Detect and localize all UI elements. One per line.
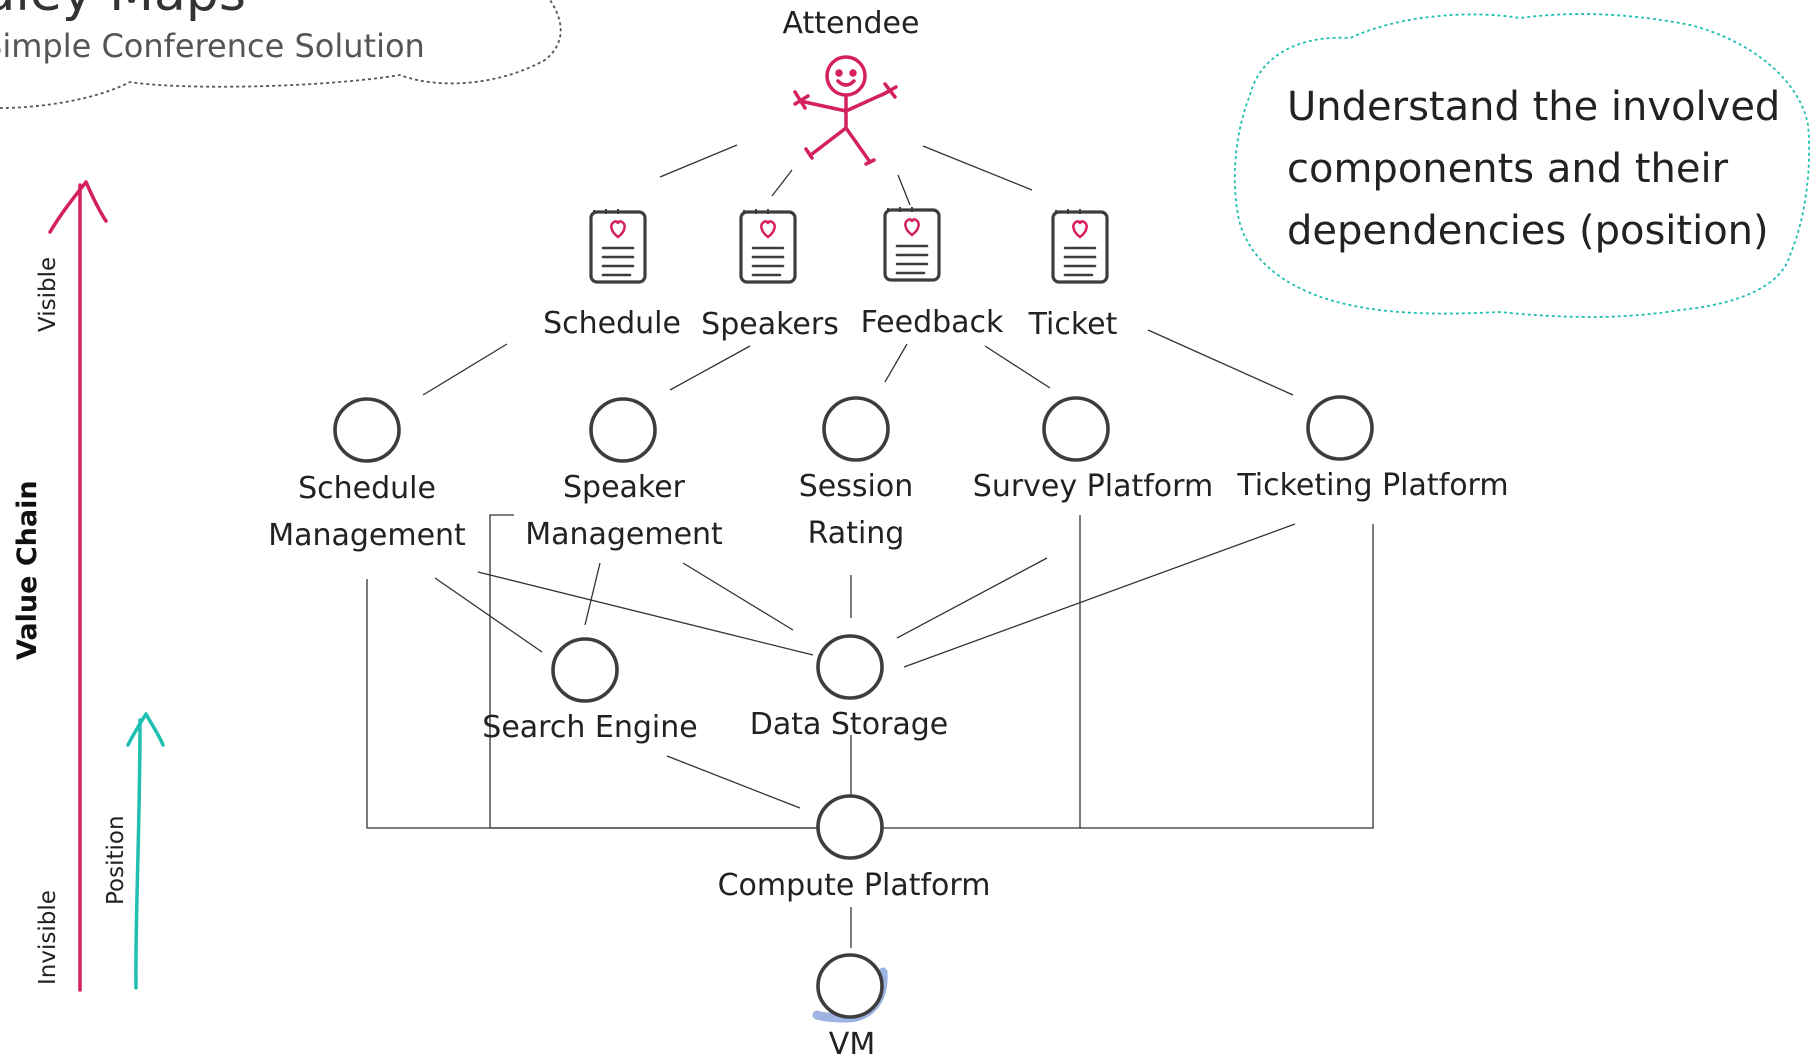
component-label-line-1: Survey Platform [973, 469, 1213, 504]
need-ticket: Ticket [1028, 209, 1118, 342]
edge-attendee-speakers [771, 169, 793, 197]
component-node [333, 397, 401, 463]
component-search-engine: Search Engine [482, 637, 698, 745]
map-title: Wardley Maps [0, 0, 246, 23]
component-label-line-1: Compute Platform [718, 868, 991, 903]
component-label-line-1: VM [829, 1027, 875, 1054]
axis-value-chain-label: Value Chain [12, 480, 43, 660]
component-node [1306, 395, 1374, 461]
component-label-line-1: Search Engine [482, 710, 697, 745]
edge-schedule-management-data-storage [477, 571, 814, 656]
edge-speaker-management-compute-platform [489, 514, 818, 829]
component-node [816, 953, 884, 1019]
component-node [589, 397, 657, 463]
edge-schedule-management-compute-platform [366, 579, 818, 829]
component-label-line-2: Management [525, 517, 723, 552]
attendee-label: Attendee [783, 6, 920, 41]
component-label-line-1: Ticketing Platform [1236, 468, 1508, 503]
component-data-storage: Data Storage [750, 634, 949, 742]
edge-survey-platform-data-storage [896, 557, 1048, 639]
component-schedule-management: Schedule Management [268, 397, 466, 553]
attendee-user: Attendee [783, 6, 920, 166]
need-ticket-label: Ticket [1028, 307, 1118, 342]
document-heart-icon [739, 209, 797, 284]
position-arrow [134, 718, 142, 990]
component-compute-platform: Compute Platform [718, 794, 991, 903]
map-subtitle: Simple Conference Solution [0, 27, 425, 65]
title-cloud: Wardley Maps Simple Conference Solution [0, 0, 562, 109]
component-session-rating: Session Rating [799, 396, 913, 551]
axis-invisible-label: Invisible [35, 890, 61, 985]
need-speakers: Speakers [701, 209, 839, 342]
edge-attendee-feedback [897, 174, 911, 206]
component-label-line-1: Speaker [563, 470, 686, 505]
edge-ticketing-platform-data-storage [903, 523, 1296, 668]
edge-schedule-schedule-management [422, 343, 508, 396]
axis-visible-label: Visible [35, 257, 61, 332]
visibility-arrow [77, 183, 83, 992]
edge-speaker-management-search-engine [584, 562, 601, 626]
edge-attendee-schedule [659, 144, 738, 178]
component-vm: VM [812, 953, 888, 1054]
component-node [816, 634, 884, 700]
edge-feedback-survey-platform [984, 345, 1051, 389]
component-label-line-2: Management [268, 518, 466, 553]
document-heart-icon [883, 207, 941, 282]
visibility-arrow-head [48, 180, 108, 234]
component-label-line-2: Rating [808, 516, 905, 551]
document-heart-icon [1051, 209, 1109, 284]
need-schedule-label: Schedule [543, 306, 681, 341]
edge-attendee-ticket [922, 145, 1033, 191]
note-line-2: components and their [1287, 146, 1729, 192]
component-survey-platform: Survey Platform [973, 396, 1213, 504]
component-label-line-1: Schedule [298, 471, 436, 506]
position-arrow-head [126, 712, 165, 747]
edge-speaker-management-data-storage [682, 562, 794, 631]
component-node [816, 794, 884, 860]
need-schedule: Schedule [543, 209, 681, 341]
component-node [551, 637, 619, 703]
edge-schedule-management-search-engine [434, 577, 543, 653]
component-label-line-1: Data Storage [750, 707, 949, 742]
document-heart-icon [589, 209, 647, 284]
dependency-edges [366, 144, 1374, 948]
edge-feedback-session-rating [884, 343, 908, 383]
axis-position-label: Position [103, 815, 129, 905]
value-chain-axis: Visible Value Chain Invisible Position [12, 180, 165, 992]
stick-figure-icon [793, 55, 898, 166]
edge-survey-platform-compute-platform [880, 515, 1081, 829]
edge-ticketing-platform-compute-platform [1080, 524, 1374, 829]
component-ticketing-platform: Ticketing Platform [1236, 395, 1509, 503]
need-feedback-label: Feedback [861, 305, 1004, 340]
note-line-1: Understand the involved [1287, 84, 1780, 130]
component-node [822, 396, 890, 462]
note-cloud: Understand the involved components and t… [1233, 13, 1810, 318]
edge-speakers-speaker-management [669, 345, 751, 391]
edge-search-engine-compute-platform [666, 755, 801, 809]
note-line-3: dependencies (position) [1287, 208, 1769, 254]
need-feedback: Feedback [861, 207, 1004, 340]
component-label-line-1: Session [799, 469, 913, 504]
edge-ticket-ticketing-platform [1147, 329, 1294, 396]
component-speaker-management: Speaker Management [525, 397, 723, 552]
component-node [1042, 396, 1110, 462]
need-speakers-label: Speakers [701, 307, 839, 342]
